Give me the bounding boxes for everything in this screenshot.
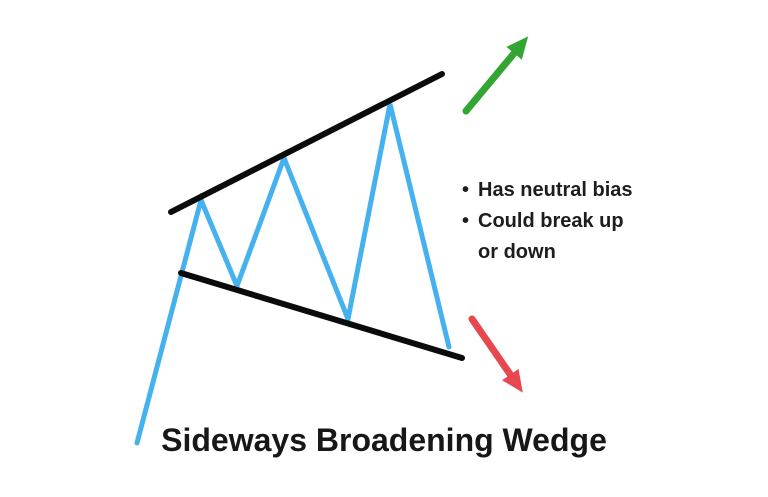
breakout-up-arrow [462,36,529,115]
bullet-icon: • [462,210,470,232]
note-item-neutral-bias: • Has neutral bias [462,175,667,206]
diagram-title: Sideways Broadening Wedge [161,422,607,458]
note-text: Has neutral bias [478,179,633,201]
note-text: Could break up or down [478,210,624,263]
note-item-break-direction: • Could break up or down [462,206,667,268]
upper-trendline [168,71,445,215]
notes-list: • Has neutral bias • Could break up or d… [462,175,667,268]
bullet-icon: • [462,179,470,201]
lower-trendline [178,270,465,361]
breakout-down-arrow [468,315,523,393]
